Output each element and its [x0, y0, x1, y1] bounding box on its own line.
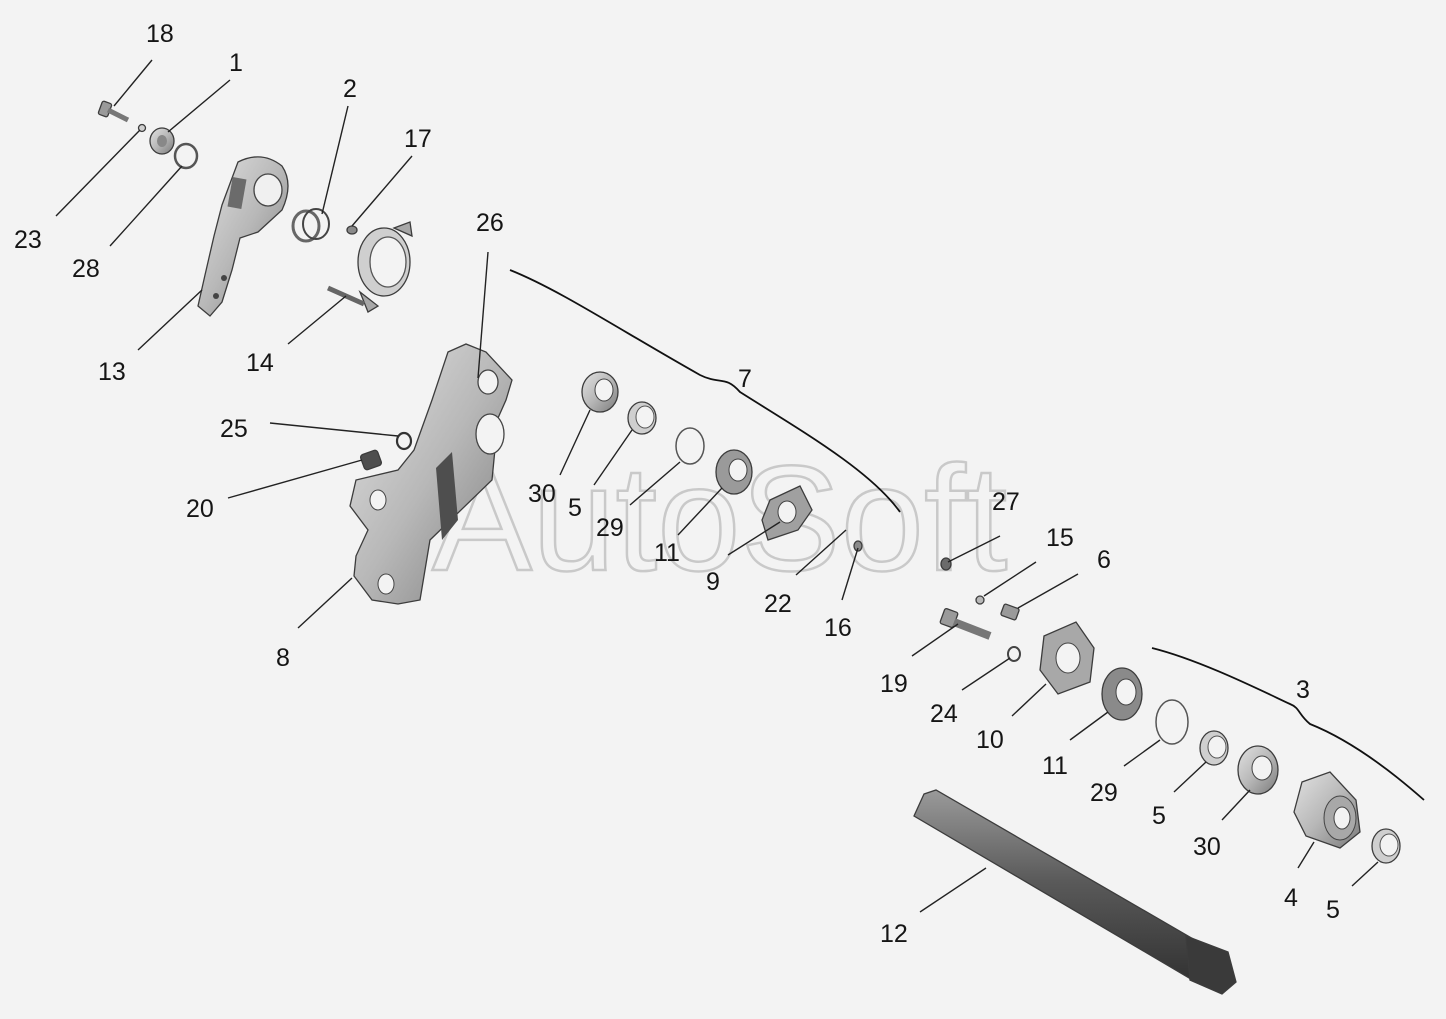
callout-15: 15	[1046, 524, 1074, 552]
nipple-27	[940, 557, 952, 571]
bolt-20	[360, 449, 382, 471]
snap-ring-2	[291, 208, 330, 243]
callout-26: 26	[476, 209, 504, 237]
flange-10	[1039, 621, 1095, 695]
callout-22: 22	[764, 590, 792, 618]
o-ring-29-lower	[1155, 699, 1189, 745]
callout-7: 7	[738, 365, 752, 393]
callout-30-lower: 30	[1193, 833, 1221, 861]
callout-5-end: 5	[1326, 896, 1340, 924]
callout-23: 23	[14, 226, 42, 254]
callout-13: 13	[98, 358, 126, 386]
callout-18: 18	[146, 20, 174, 48]
callout-28: 28	[72, 255, 100, 283]
callout-11-upper: 11	[654, 539, 680, 567]
callout-9: 9	[706, 568, 720, 596]
bolt-19	[939, 608, 992, 640]
callout-5-upper: 5	[568, 494, 582, 522]
callout-27: 27	[992, 488, 1020, 516]
callout-5-mid: 5	[1152, 802, 1166, 830]
bolt-18	[97, 100, 130, 123]
seal-30-lower	[1237, 745, 1279, 795]
nut-1	[149, 127, 175, 155]
valve-6	[1000, 603, 1020, 621]
o-ring-25	[395, 431, 413, 451]
bushing-5-upper	[627, 401, 657, 435]
washer-24	[1007, 646, 1021, 662]
adjuster-arm-13	[197, 156, 289, 317]
bracket-8	[349, 343, 513, 605]
camshaft-12	[913, 789, 1237, 995]
callout-2: 2	[343, 75, 357, 103]
callout-29-upper: 29	[596, 514, 624, 542]
callout-24: 24	[930, 700, 958, 728]
callout-20: 20	[186, 495, 214, 523]
callout-8: 8	[276, 644, 290, 672]
clamp-collar-14	[326, 221, 413, 313]
callout-labels: 18 1 2 17 23 26 28 13 14 7 25 20 30 5 29…	[14, 20, 1340, 948]
callout-3: 3	[1296, 676, 1310, 704]
callout-17: 17	[404, 125, 432, 153]
callout-6: 6	[1097, 546, 1111, 574]
callout-25: 25	[220, 415, 248, 443]
flange-9	[761, 485, 813, 541]
callout-4: 4	[1284, 884, 1298, 912]
screw-17	[346, 225, 358, 235]
housing-4	[1293, 771, 1361, 849]
group-brace-3	[1151, 647, 1425, 801]
group-brace-7	[509, 269, 901, 513]
callout-1: 1	[229, 49, 243, 77]
screw-16	[853, 540, 863, 552]
callout-16: 16	[824, 614, 852, 642]
ring-28	[173, 142, 199, 170]
callout-29-lower: 29	[1090, 779, 1118, 807]
callout-19: 19	[880, 670, 908, 698]
leader-lines	[55, 59, 1379, 913]
ball-15	[975, 595, 985, 605]
washer-23	[137, 123, 147, 133]
callout-14: 14	[246, 349, 274, 377]
o-ring-29-upper	[675, 427, 705, 465]
callout-10: 10	[976, 726, 1004, 754]
callout-11-lower: 11	[1042, 752, 1068, 780]
washer-11-lower	[1101, 667, 1143, 721]
washer-11-upper	[715, 449, 753, 495]
bushing-5-end	[1371, 828, 1401, 864]
seal-30-upper	[581, 371, 619, 413]
callout-12: 12	[880, 920, 908, 948]
callout-30-upper: 30	[528, 480, 556, 508]
bushing-5-mid	[1199, 730, 1229, 766]
